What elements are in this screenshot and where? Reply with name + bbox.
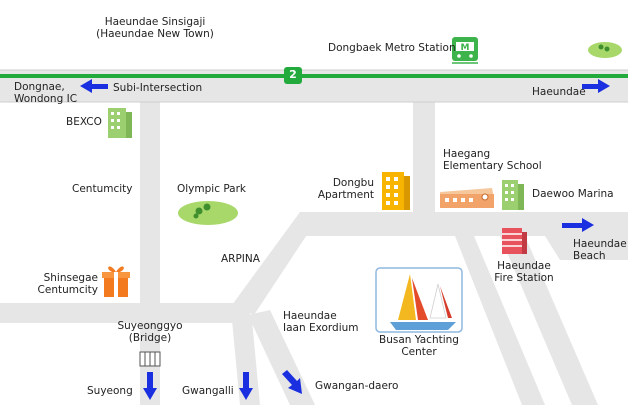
yachting-center-icon (375, 267, 463, 333)
diagonal-road (232, 212, 322, 315)
label-haeundae: Haeundae (532, 86, 586, 98)
haeundae-vertical-road (413, 102, 435, 212)
arrow-east-haeundae (582, 79, 610, 93)
left-vertical-road (140, 102, 160, 405)
label-gwangan-daero: Gwangan-daero (315, 380, 399, 392)
label-daewoo-marina: Daewoo Marina (532, 188, 614, 200)
label-olympic-park: Olympic Park (177, 183, 247, 195)
label-suyeong: Suyeong (87, 385, 133, 397)
label-bexco: BEXCO (66, 116, 102, 128)
daewoo-marina-icon (502, 180, 524, 210)
label-haeundae-beach: Haeundae Beach (573, 238, 627, 262)
fire-station-road-2 (500, 236, 598, 405)
arrow-south-gwangalli (239, 372, 253, 400)
gift-icon (102, 266, 130, 297)
label-gwangalli: Gwangalli (182, 385, 234, 397)
olympic-park-icon (178, 201, 238, 225)
label-dongnae-wondong: Dongnae, Wondong IC (14, 81, 78, 105)
label-shinsegae-centumcity: Shinsegae Centumcity (37, 272, 98, 296)
arrow-east-beach (562, 218, 594, 232)
south-diagonal-road-2 (232, 320, 260, 405)
svg-text:M: M (461, 43, 470, 53)
label-dongbu-apartment: Dongbu Apartment (317, 177, 374, 201)
label-busan-yachting-center: Busan Yachting Center (379, 334, 459, 358)
fire-station-road-1 (455, 236, 545, 405)
bridge-icon (139, 351, 161, 367)
arrow-west-dongnae (80, 79, 108, 93)
metro-line-badge-bg (284, 67, 302, 84)
road-edges (0, 69, 628, 103)
beach-road (545, 236, 628, 260)
small-park-icon (588, 42, 622, 58)
label-dongbaek-station: Dongbaek Metro Station (328, 42, 456, 54)
label-haeundae-iaan-exordium: Haeundae Iaan Exordium (283, 310, 359, 334)
bexco-building-icon (108, 108, 132, 138)
label-haeundae-sinsigaji: Haeundae Sinsigaji (Haeundae New Town) (96, 16, 214, 40)
arrow-southeast-gwangan (282, 370, 302, 394)
label-haeundae-fire-station: Haeundae Fire Station (494, 260, 554, 284)
lower-left-horizontal-road (0, 303, 250, 323)
fire-station-icon (502, 228, 527, 254)
dongbu-apartment-icon (382, 172, 410, 210)
metro-line-number: 2 (289, 68, 297, 81)
label-haegang-school: Haegang Elementary School (443, 148, 542, 172)
arrow-south-suyeong (143, 372, 157, 400)
metro-station-icon: M (452, 37, 478, 64)
route-arrows (80, 79, 610, 400)
label-arpina: ARPINA (221, 253, 260, 265)
label-centumcity: Centumcity (72, 183, 133, 195)
school-building-icon (440, 188, 494, 208)
label-subi-intersection: Subi-Intersection (113, 82, 203, 94)
label-suyeonggyo-bridge: Suyeonggyo (Bridge) (117, 320, 183, 344)
